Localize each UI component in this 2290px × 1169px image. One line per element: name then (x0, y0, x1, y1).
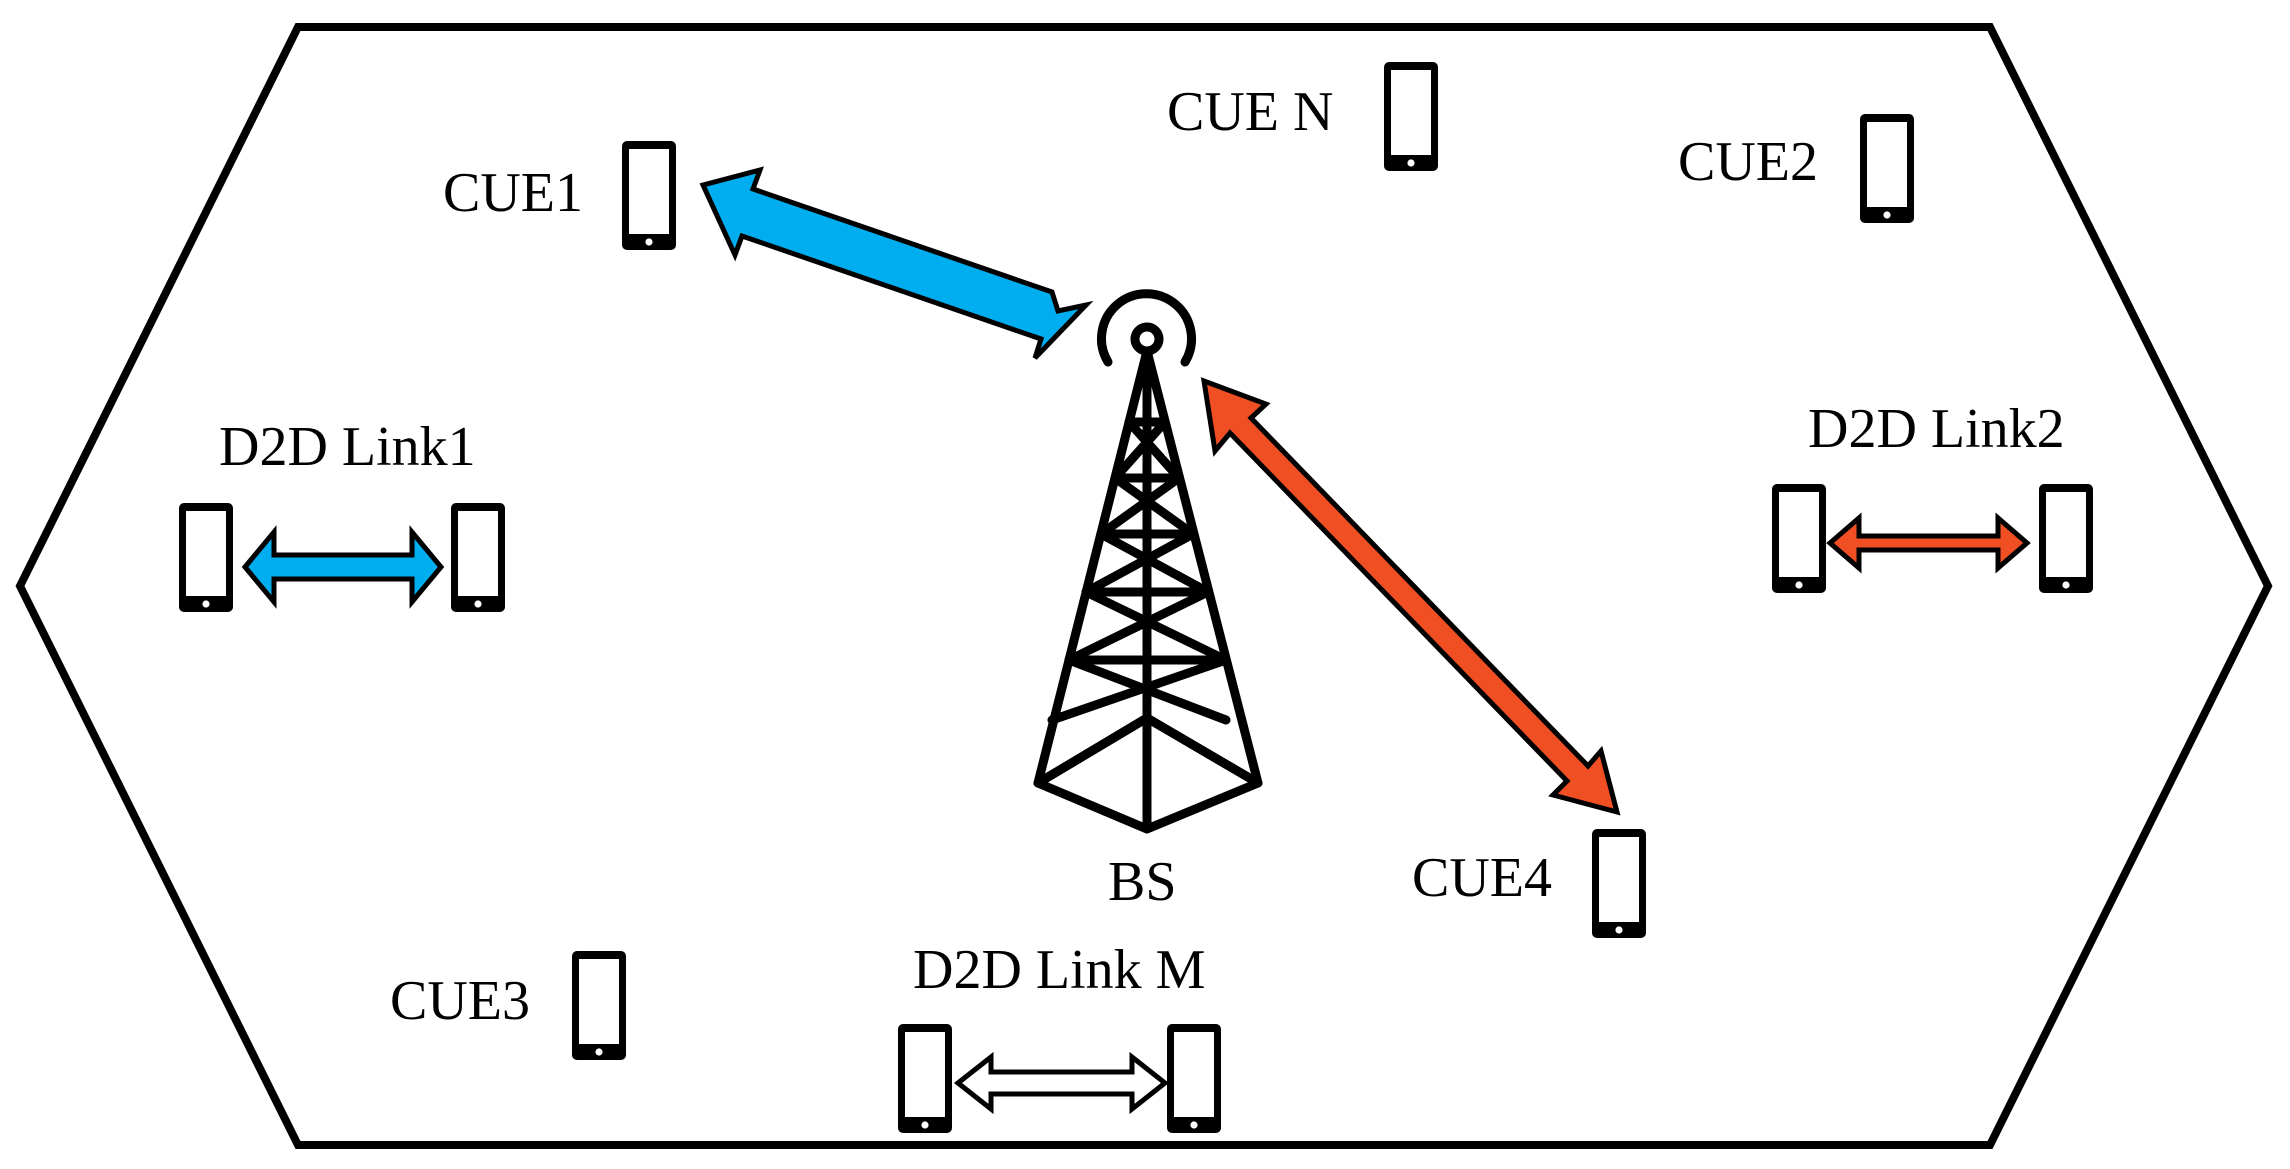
d2d-link-m-label: D2D Link M (913, 939, 1205, 1001)
cue-n-label: CUE N (1167, 81, 1333, 143)
d2d-link1-rx-phone-icon (451, 503, 505, 612)
cue4-bs-interference-arrow (1200, 377, 1621, 816)
d2d-link-m-rx-phone-icon (1167, 1024, 1221, 1133)
base-station-tower-icon (1033, 289, 1263, 834)
cue1-phone-icon (622, 141, 676, 250)
cue2-phone-icon (1860, 114, 1914, 223)
cue3-label: CUE3 (390, 970, 530, 1032)
cue3-phone-icon (572, 951, 626, 1060)
d2d-link2-arrow (1826, 512, 2031, 574)
cue2-label: CUE2 (1678, 131, 1818, 193)
cue1-label: CUE1 (443, 162, 583, 224)
d2d-link2-rx-phone-icon (2039, 484, 2093, 593)
d2d-link1-label: D2D Link1 (219, 416, 476, 478)
d2d-link2-tx-phone-icon (1772, 484, 1826, 593)
cue4-phone-icon (1592, 829, 1646, 938)
cue-n-phone-icon (1384, 62, 1438, 171)
d2d-link-m-tx-phone-icon (898, 1024, 952, 1133)
cue4-label: CUE4 (1412, 847, 1552, 909)
cell-boundary-hexagon (15, 23, 2273, 1149)
bs-label: BS (1108, 851, 1177, 913)
d2d-link1-arrow (241, 525, 445, 609)
d2d-link-m-arrow (953, 1051, 1170, 1115)
d2d-link2-label: D2D Link2 (1808, 398, 2065, 460)
d2d-link1-tx-phone-icon (179, 503, 233, 612)
cue1-bs-link-arrow (699, 166, 1094, 360)
